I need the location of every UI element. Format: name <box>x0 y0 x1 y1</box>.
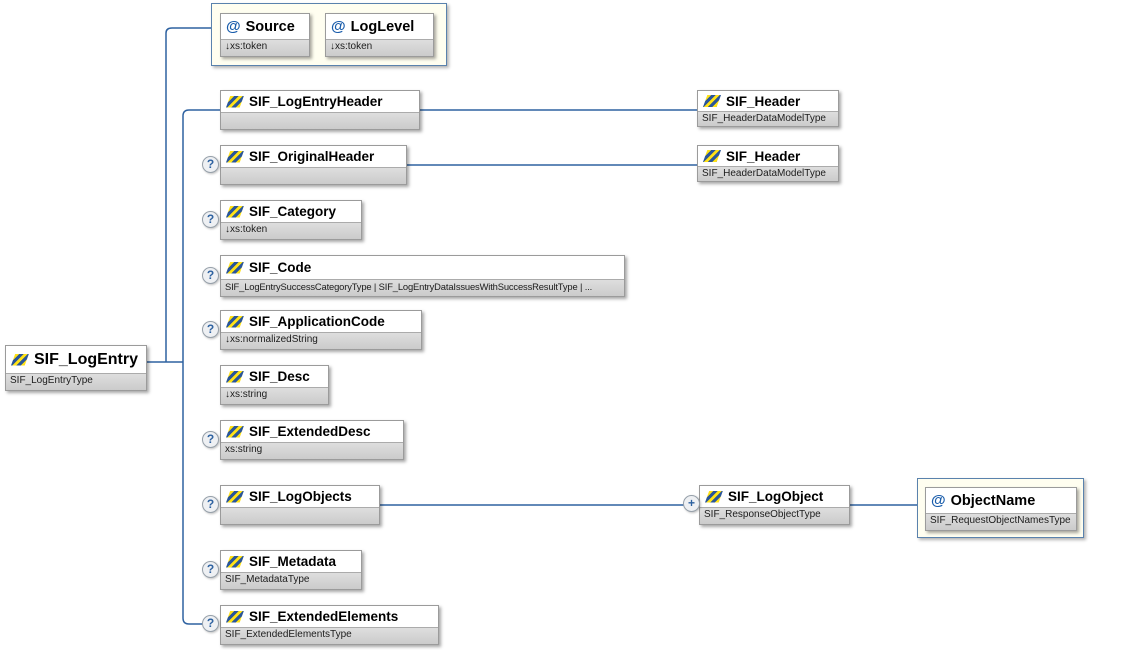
element-title-row: SIF_LogEntry <box>6 346 146 373</box>
element-title-row: SIF_Desc <box>221 366 328 387</box>
element-name: SIF_Header <box>726 148 801 164</box>
element-title-row: SIF_LogObject <box>700 486 849 507</box>
element-icon <box>226 315 244 328</box>
element-node-sif-originalheader[interactable]: SIF_OriginalHeader <box>220 145 407 185</box>
element-node-sif-header-2[interactable]: SIF_Header SIF_HeaderDataModelType <box>697 145 839 182</box>
element-node-sif-metadata[interactable]: SIF_Metadata SIF_MetadataType <box>220 550 362 590</box>
attribute-icon: @ <box>931 492 946 509</box>
element-node-sif-code[interactable]: SIF_Code SIF_LogEntrySuccessCategoryType… <box>220 255 625 297</box>
element-type <box>221 167 406 184</box>
element-icon <box>226 610 244 623</box>
element-node-sif-logobjects[interactable]: SIF_LogObjects <box>220 485 380 525</box>
optional-icon[interactable]: ? <box>202 267 219 284</box>
attribute-type: ↓xs:token <box>326 39 433 56</box>
attribute-icon: @ <box>331 18 346 35</box>
element-name: SIF_Category <box>249 204 337 219</box>
optional-icon[interactable]: ? <box>202 496 219 513</box>
element-name: SIF_OriginalHeader <box>249 149 375 164</box>
attribute-name: LogLevel <box>350 18 415 35</box>
element-name: SIF_LogObjects <box>249 489 352 504</box>
element-node-sif-extendedelements[interactable]: SIF_ExtendedElements SIF_ExtendedElement… <box>220 605 439 645</box>
element-node-sif-category[interactable]: SIF_Category ↓xs:token <box>220 200 362 240</box>
element-name: SIF_Header <box>726 93 801 109</box>
element-node-sif-desc[interactable]: SIF_Desc ↓xs:string <box>220 365 329 405</box>
element-name: SIF_LogEntryHeader <box>249 94 383 109</box>
element-icon <box>226 150 244 163</box>
element-type: SIF_MetadataType <box>221 572 361 589</box>
attribute-icon: @ <box>226 18 241 35</box>
element-icon <box>703 95 721 107</box>
element-node-sif-logentryheader[interactable]: SIF_LogEntryHeader <box>220 90 420 130</box>
element-node-sif-logentry[interactable]: SIF_LogEntry SIF_LogEntryType <box>5 345 147 391</box>
element-type: ↓xs:string <box>221 387 328 404</box>
element-title-row: SIF_Category <box>221 201 361 222</box>
attribute-title-row: @ LogLevel <box>326 14 433 39</box>
element-name: SIF_LogObject <box>728 489 824 504</box>
element-type: SIF_ResponseObjectType <box>700 507 849 524</box>
element-icon <box>226 261 244 274</box>
optional-icon[interactable]: ? <box>202 321 219 338</box>
element-title-row: SIF_Header <box>698 91 838 111</box>
attribute-node-objectname[interactable]: @ ObjectName SIF_RequestObjectNamesType <box>925 487 1077 531</box>
element-type: ↓xs:normalizedString <box>221 332 421 349</box>
element-icon <box>705 490 723 503</box>
connector-trunk <box>182 109 220 625</box>
element-name: SIF_Desc <box>249 369 310 384</box>
attribute-title-row: @ ObjectName <box>926 488 1076 513</box>
element-name: SIF_ExtendedElements <box>249 609 399 624</box>
element-name: SIF_ExtendedDesc <box>249 424 371 439</box>
element-type: SIF_HeaderDataModelType <box>698 111 838 126</box>
element-title-row: SIF_Header <box>698 146 838 166</box>
element-node-sif-extendeddesc[interactable]: SIF_ExtendedDesc xs:string <box>220 420 404 460</box>
element-node-sif-header-1[interactable]: SIF_Header SIF_HeaderDataModelType <box>697 90 839 127</box>
element-title-row: SIF_ApplicationCode <box>221 311 421 332</box>
element-icon <box>226 425 244 438</box>
element-title-row: SIF_LogObjects <box>221 486 379 507</box>
optional-icon[interactable]: ? <box>202 211 219 228</box>
element-title-row: SIF_LogEntryHeader <box>221 91 419 112</box>
element-title-row: SIF_Code <box>221 256 624 279</box>
attribute-type: SIF_RequestObjectNamesType <box>926 513 1076 530</box>
element-type: SIF_LogEntrySuccessCategoryType | SIF_Lo… <box>221 279 624 296</box>
element-type <box>221 507 379 524</box>
attribute-type: ↓xs:token <box>221 39 309 56</box>
element-name: SIF_LogEntry <box>34 350 139 368</box>
element-name: SIF_Code <box>249 260 312 275</box>
element-node-sif-applicationcode[interactable]: SIF_ApplicationCode ↓xs:normalizedString <box>220 310 422 350</box>
attribute-node-loglevel[interactable]: @ LogLevel ↓xs:token <box>325 13 434 57</box>
element-icon <box>226 490 244 503</box>
optional-icon[interactable]: ? <box>202 431 219 448</box>
attribute-title-row: @ Source <box>221 14 309 39</box>
element-type: SIF_HeaderDataModelType <box>698 166 838 181</box>
element-icon <box>226 95 244 108</box>
optional-icon[interactable]: ? <box>202 615 219 632</box>
element-type: SIF_LogEntryType <box>6 373 146 390</box>
repeat-icon[interactable]: + <box>683 495 700 512</box>
element-type: ↓xs:token <box>221 222 361 239</box>
element-icon <box>226 205 244 218</box>
element-type: xs:string <box>221 442 403 459</box>
element-icon <box>703 150 721 162</box>
element-title-row: SIF_OriginalHeader <box>221 146 406 167</box>
attribute-node-source[interactable]: @ Source ↓xs:token <box>220 13 310 57</box>
attribute-name: ObjectName <box>950 492 1036 509</box>
attribute-name: Source <box>245 18 295 35</box>
element-title-row: SIF_Metadata <box>221 551 361 572</box>
optional-icon[interactable]: ? <box>202 156 219 173</box>
element-icon <box>226 370 244 383</box>
optional-icon[interactable]: ? <box>202 561 219 578</box>
element-node-sif-logobject[interactable]: SIF_LogObject SIF_ResponseObjectType <box>699 485 850 525</box>
element-title-row: SIF_ExtendedElements <box>221 606 438 627</box>
element-icon <box>226 555 244 568</box>
element-name: SIF_ApplicationCode <box>249 314 385 329</box>
element-icon <box>11 353 29 366</box>
element-type: SIF_ExtendedElementsType <box>221 627 438 644</box>
element-name: SIF_Metadata <box>249 554 337 569</box>
element-type <box>221 112 419 129</box>
connector-attributes <box>165 27 211 362</box>
element-title-row: SIF_ExtendedDesc <box>221 421 403 442</box>
